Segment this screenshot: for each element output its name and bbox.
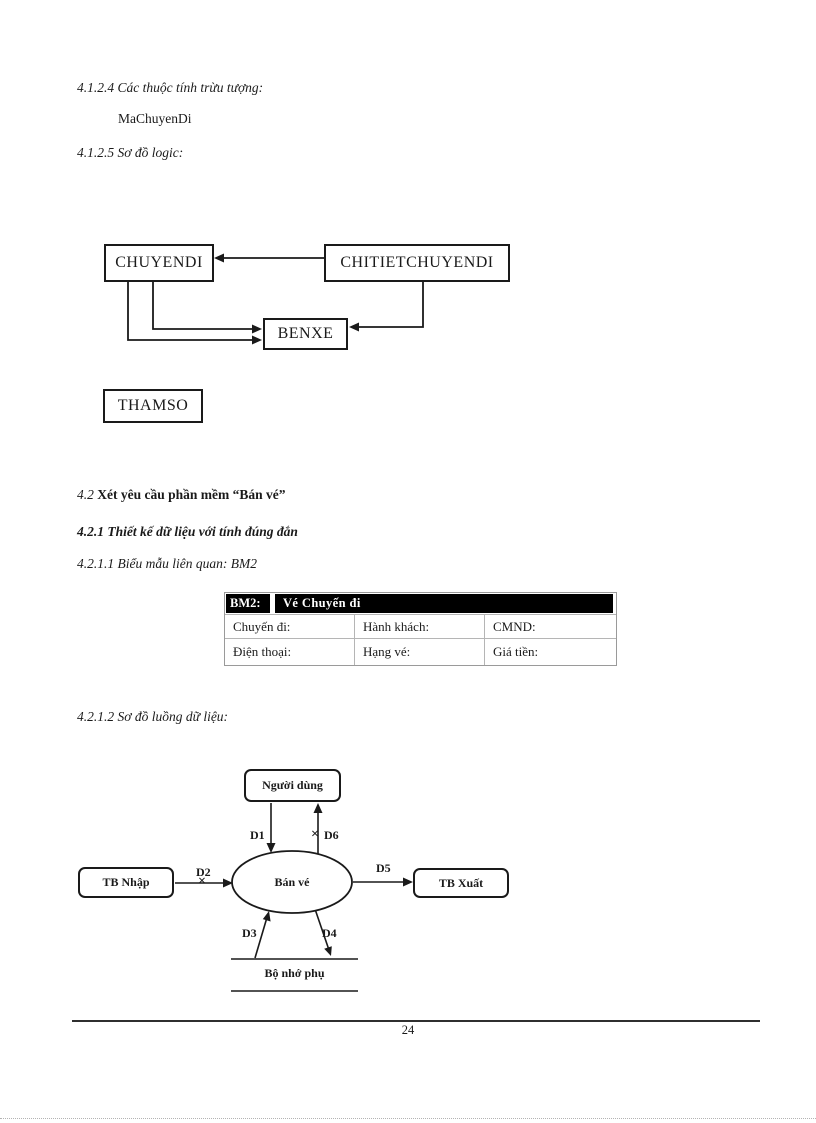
bm2-tag-cell: BM2:: [226, 594, 270, 613]
dfd-node-user: Người dùng: [244, 769, 341, 802]
entity-label: CHITIETCHUYENDI: [340, 254, 494, 271]
dfd-node-label: TB Nhập: [102, 875, 150, 889]
entity-box-chitietchuyendi: CHITIETCHUYENDI: [324, 244, 510, 282]
dfd-node-input-device: TB Nhập: [78, 867, 174, 898]
page-boundary-dotted-line: [0, 1118, 816, 1119]
table-row: Điện thoại: Hạng vé: Giá tiền:: [225, 638, 616, 665]
form-field-chuyen-di: Chuyến đi:: [225, 614, 354, 638]
bm2-header-row: BM2: Vé Chuyến đi: [225, 593, 616, 614]
section-heading-4-2-1-1: 4.2.1.1 Biểu mẫu liên quan: BM2: [77, 556, 257, 571]
form-field-hang-ve: Hạng vé:: [354, 638, 484, 665]
section-heading-4-2: 4.2 Xét yêu cầu phần mềm “Bán vé”: [77, 487, 286, 503]
section-title: Xét yêu cầu phần mềm “Bán vé”: [97, 487, 286, 502]
entity-box-benxe: BENXE: [263, 318, 348, 350]
table-row: Chuyến đi: Hành khách: CMND:: [225, 614, 616, 638]
section-heading-4-2-1: 4.2.1 Thiết kế dữ liệu với tính đúng đắn: [77, 524, 298, 539]
flow-cross-mark-d2: ×: [198, 874, 206, 889]
form-field-cmnd: CMND:: [484, 614, 616, 638]
form-field-hanh-khach: Hành khách:: [354, 614, 484, 638]
flow-cross-mark-d6: ×: [311, 827, 319, 842]
section-number: 4.2: [77, 487, 94, 502]
entity-box-thamso: THAMSO: [103, 389, 203, 423]
dfd-node-label: TB Xuất: [438, 875, 484, 890]
dfd-storage-label: Bộ nhớ phụ: [264, 966, 325, 980]
bm2-header-gap: [270, 594, 275, 613]
bm2-title-cell: Vé Chuyến đi: [275, 594, 613, 613]
entity-label: CHUYENDI: [115, 254, 203, 271]
abstract-attribute-item: MaChuyenDi: [118, 111, 192, 126]
entity-box-chuyendi: CHUYENDI: [104, 244, 214, 282]
flow-label-d5: D5: [376, 861, 391, 875]
section-heading-4-2-1-2: 4.2.1.2 Sơ đồ luồng dữ liệu:: [77, 709, 229, 724]
flow-label-d4: D4: [322, 926, 337, 940]
section-heading-4-1-2-5: 4.1.2.5 Sơ đồ logic:: [77, 145, 184, 160]
entity-label: THAMSO: [117, 397, 189, 414]
flow-label-d6: D6: [324, 828, 339, 842]
section-heading-4-1-2-4: 4.1.2.4 Các thuộc tính trừu tượng:: [77, 80, 264, 95]
flow-label-d1: D1: [250, 828, 265, 842]
form-field-dien-thoai: Điện thoại:: [225, 638, 354, 665]
footer-divider: [72, 1020, 760, 1022]
flow-label-d2: D2: [196, 865, 211, 879]
form-field-gia-tien: Giá tiền:: [484, 638, 616, 665]
dfd-node-output-device: TB Xuất: [413, 868, 509, 898]
flow-label-d3: D3: [242, 926, 257, 940]
dfd-node-label: Người dùng: [262, 778, 323, 792]
entity-label: BENXE: [277, 325, 334, 342]
page-number: 24: [401, 1023, 415, 1037]
dfd-process-label: Bán vé: [274, 875, 310, 889]
bm2-form-table: BM2: Vé Chuyến đi Chuyến đi: Hành khách:…: [224, 592, 617, 666]
